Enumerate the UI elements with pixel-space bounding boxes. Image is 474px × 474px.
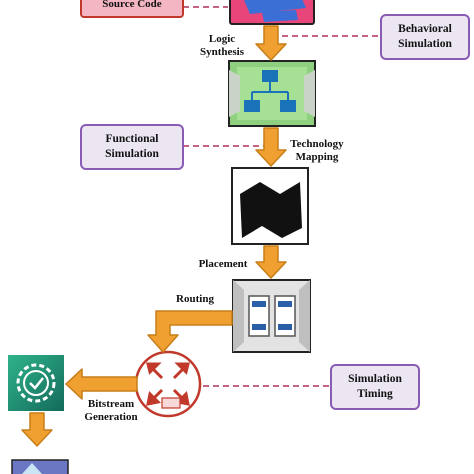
routing-label: Routing [176, 293, 214, 305]
output-partial-icon [11, 459, 69, 474]
functional-simulation-line2: Simulation [105, 148, 159, 160]
arrow-to-synthesis [255, 25, 287, 61]
server-rack-icon [232, 279, 311, 353]
bitstream-generation-label: Bitstream Generation [80, 398, 142, 424]
arrow-to-placement [255, 245, 287, 279]
bitstream-generation-line2: Generation [84, 411, 138, 423]
functional-simulation-box: Functional Simulation [80, 124, 184, 170]
arrow-to-bitstream [65, 368, 138, 400]
flow-arrows [21, 25, 287, 447]
behavioral-simulation-box: Behavioral Simulation [380, 14, 470, 60]
logic-synthesis-label: Logic Synthesis [192, 33, 252, 59]
gear-check-icon [8, 355, 64, 411]
dashed-connectors [183, 6, 380, 387]
simulation-timing-line1: Simulation [348, 373, 402, 385]
arrow-to-output [21, 412, 53, 447]
source-code-box: Source Code [80, 0, 184, 18]
technology-mapping-line2: Mapping [295, 151, 339, 163]
logic-synthesis-line2: Synthesis [199, 46, 245, 58]
arrow-to-mapping [255, 127, 287, 167]
simulation-timing-box: Simulation Timing [330, 364, 420, 410]
logic-synthesis-line1: Logic [208, 33, 236, 45]
behavioral-simulation-line2: Simulation [398, 38, 452, 50]
design-editor-icon [229, 0, 315, 25]
source-code-label: Source Code [102, 0, 162, 10]
technology-mapping-line1: Technology [290, 138, 344, 150]
bitstream-generation-line1: Bitstream [87, 398, 135, 410]
behavioral-simulation-line1: Behavioral [398, 23, 452, 35]
functional-simulation-line1: Functional [105, 133, 159, 145]
technology-mapping-label: Technology Mapping [286, 138, 348, 164]
map-sheet-icon [231, 167, 309, 245]
simulation-timing-line2: Timing [357, 388, 393, 400]
arrow-to-router [147, 310, 233, 353]
hierarchy-chart-icon [228, 60, 316, 127]
router-arrows-icon [134, 350, 202, 418]
placement-label: Placement [198, 258, 248, 270]
